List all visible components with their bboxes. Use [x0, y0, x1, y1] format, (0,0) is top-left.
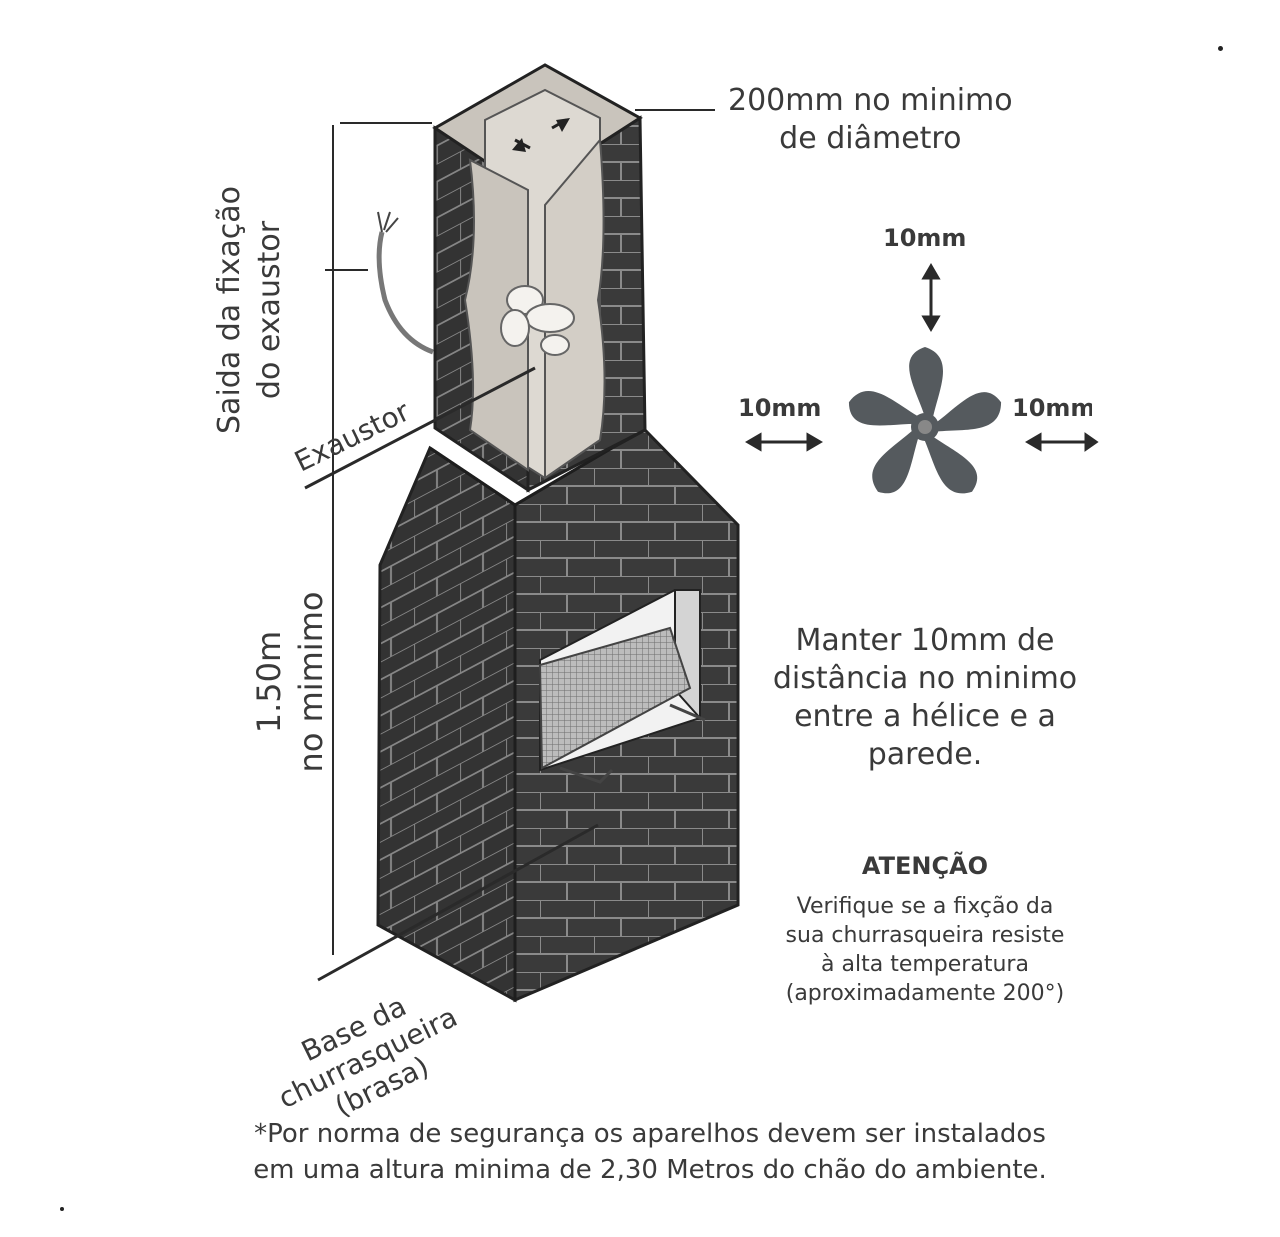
- exhaust-fan-inside-icon: [500, 285, 575, 356]
- dimension-lines: [304, 109, 715, 982]
- label-gap-left: 10mm: [738, 394, 822, 422]
- fan-icon: [848, 347, 1002, 494]
- attention-body: Verifique se a fixção da sua churrasquei…: [785, 894, 1065, 1006]
- attention-title: ATENÇÃO: [861, 852, 989, 880]
- bbq-body: [376, 428, 740, 1003]
- cable-icon: [376, 211, 434, 355]
- grill-opening: [538, 589, 706, 784]
- safety-footnote: *Por norma de segurança os aparelhos dev…: [253, 1119, 1047, 1185]
- grill-grate-icon: [538, 626, 692, 770]
- label-gap-right: 10mm: [1012, 394, 1092, 422]
- note-keep-distance: Manter 10mm de distância no minimo entre…: [772, 623, 1078, 772]
- speck: [60, 1207, 64, 1211]
- double-arrow-icon: [745, 263, 1099, 452]
- speck: [1218, 46, 1223, 51]
- label-gap-top: 10mm: [883, 224, 967, 252]
- chimney: [432, 63, 647, 493]
